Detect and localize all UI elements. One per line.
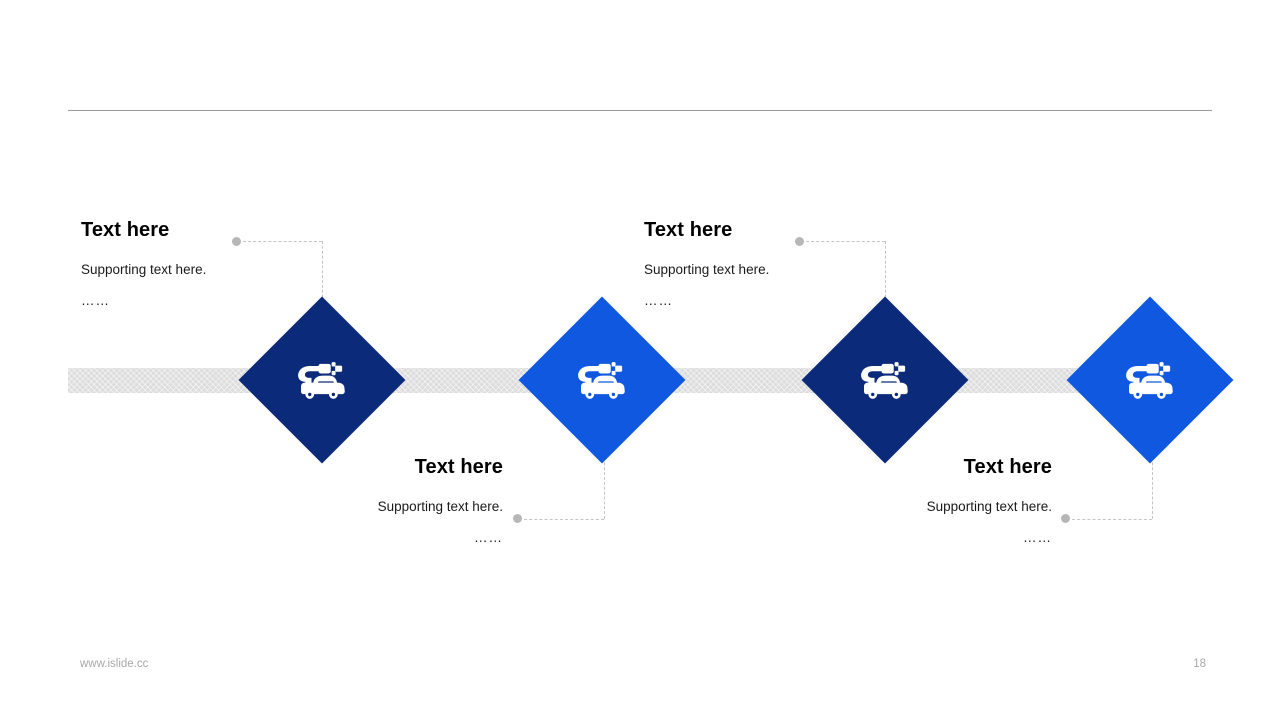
header-divider-rule xyxy=(68,110,1212,111)
milestone-dots-1: …… xyxy=(81,293,110,309)
milestone-node-3[interactable] xyxy=(801,296,969,464)
connector-line-v-2 xyxy=(604,438,605,519)
ev-charging-icon xyxy=(861,362,908,399)
milestone-body-1: Supporting text here. xyxy=(81,262,207,277)
milestone-dots-3: …… xyxy=(644,293,673,309)
milestone-dots-4: …… xyxy=(1023,530,1052,546)
milestone-text-2: Text here Supporting text here. …… xyxy=(203,456,503,546)
milestone-node-1[interactable] xyxy=(238,296,406,464)
connector-line-h-3 xyxy=(806,241,885,242)
milestone-title-3: Text here xyxy=(644,219,733,241)
milestone-body-3: Supporting text here. xyxy=(644,262,770,277)
milestone-title-4: Text here xyxy=(963,456,1052,478)
ev-charging-icon xyxy=(298,362,345,399)
footer-url[interactable]: www.islide.cc xyxy=(80,658,149,670)
milestone-text-3: Text here Supporting text here. …… xyxy=(644,219,944,309)
page-number: 18 xyxy=(1193,658,1206,670)
connector-line-h-2 xyxy=(524,519,604,520)
milestone-title-2: Text here xyxy=(414,456,503,478)
milestone-title-1: Text here xyxy=(81,219,170,241)
milestone-text-4: Text here Supporting text here. …… xyxy=(752,456,1052,546)
milestone-node-2[interactable] xyxy=(518,296,686,464)
ev-charging-icon xyxy=(1126,362,1173,399)
ev-charging-icon xyxy=(578,362,625,399)
milestone-node-4[interactable] xyxy=(1066,296,1234,464)
milestone-body-2: Supporting text here. xyxy=(377,499,503,514)
connector-dot-1 xyxy=(232,237,241,246)
connector-line-v-3 xyxy=(885,241,886,322)
milestone-dots-2: …… xyxy=(474,530,503,546)
connector-line-v-1 xyxy=(322,241,323,322)
connector-dot-3 xyxy=(795,237,804,246)
connector-line-h-1 xyxy=(243,241,322,242)
connector-dot-2 xyxy=(513,514,522,523)
milestone-body-4: Supporting text here. xyxy=(926,499,1052,514)
connector-dot-4 xyxy=(1061,514,1070,523)
connector-line-h-4 xyxy=(1072,519,1152,520)
connector-line-v-4 xyxy=(1152,438,1153,519)
milestone-text-1: Text here Supporting text here. …… xyxy=(81,219,381,309)
